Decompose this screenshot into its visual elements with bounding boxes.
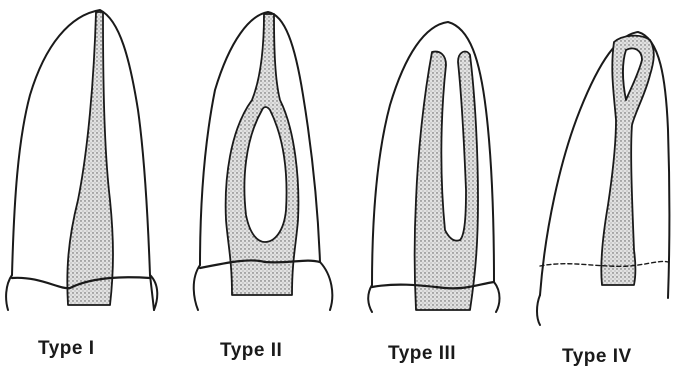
pulp-canal — [601, 36, 654, 285]
tooth-type-4 — [537, 32, 670, 325]
type-4-label: Type IV — [562, 346, 632, 368]
crown-outline — [537, 295, 540, 325]
tooth-type-2 — [194, 12, 333, 310]
pulp-canal — [67, 12, 113, 305]
pulp-canal — [415, 51, 479, 310]
type-1-label: Type I — [38, 338, 95, 360]
tooth-type-3 — [368, 22, 499, 312]
tooth-type-1 — [6, 10, 157, 310]
type-3-label: Type III — [388, 343, 456, 365]
type-2-label: Type II — [220, 340, 282, 362]
pulp-canal — [226, 14, 299, 295]
tooth-outline — [200, 12, 320, 265]
